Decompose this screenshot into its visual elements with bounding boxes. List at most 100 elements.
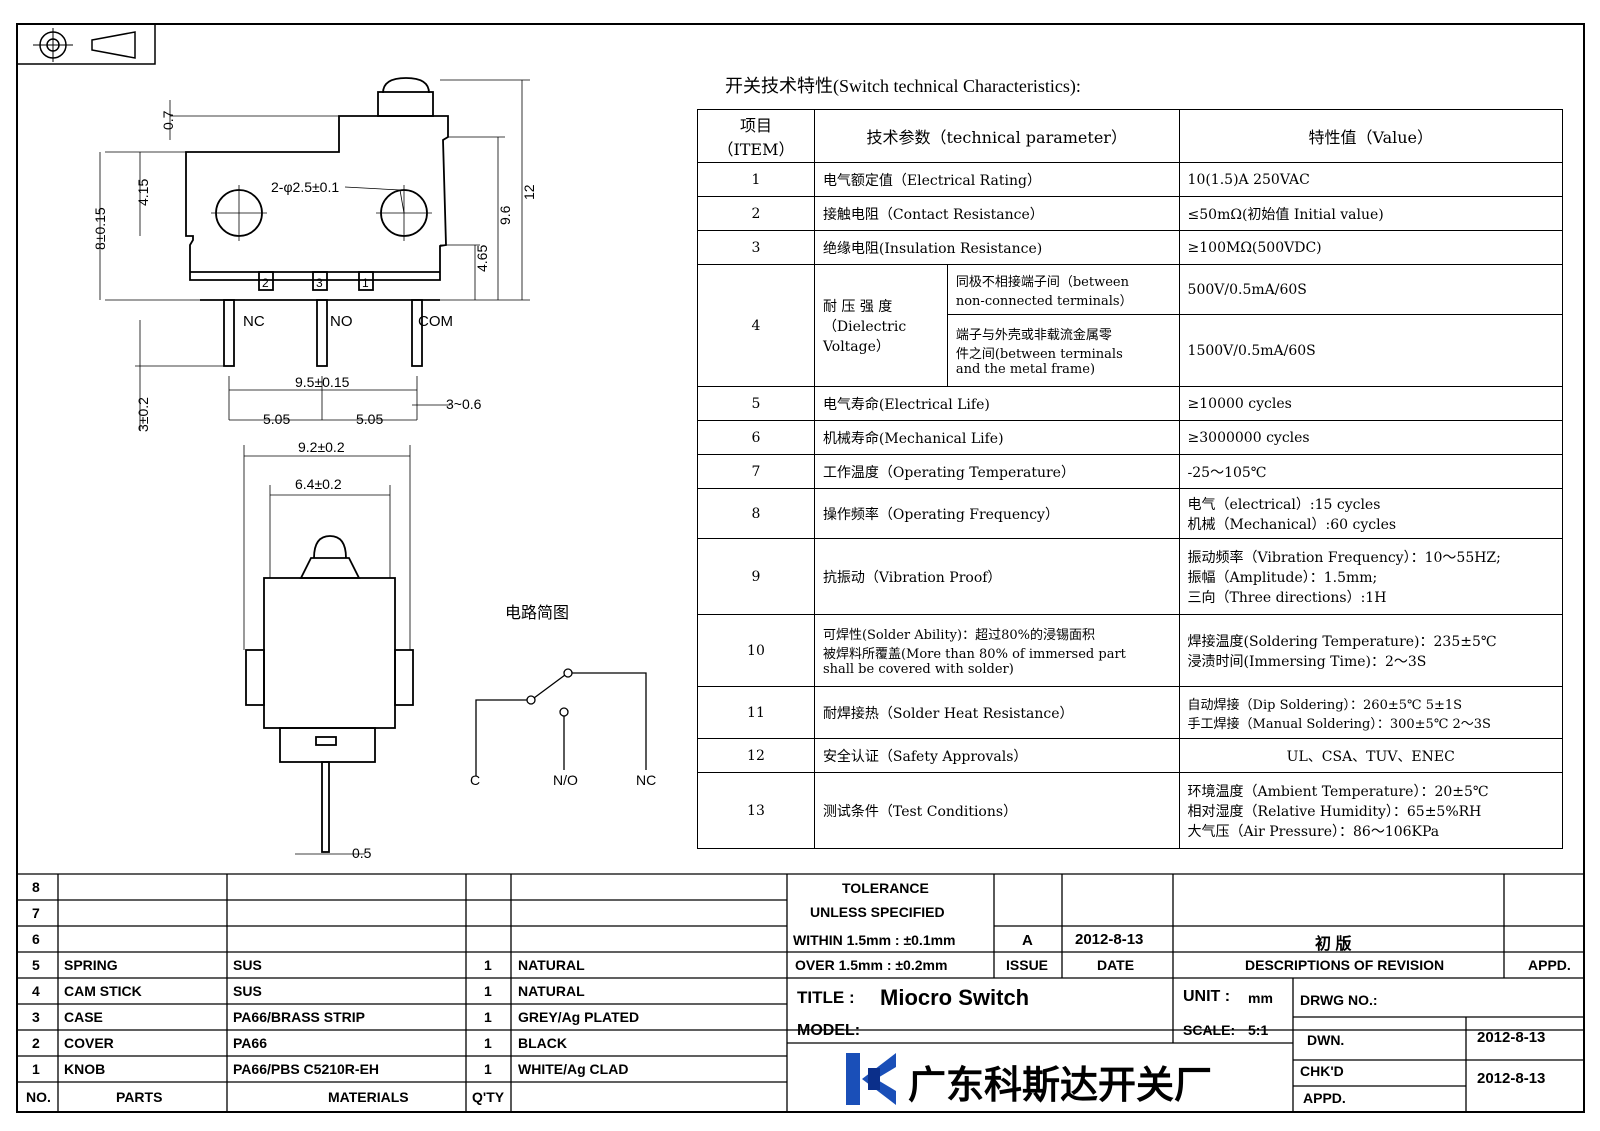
spec-row-3: 3 绝缘电阻(Insulation Resistance) ≥100MΩ(500… [697, 230, 1564, 265]
bom-no: 5 [32, 957, 40, 973]
bom-no: 4 [32, 983, 40, 999]
bom-part: CAM STICK [64, 983, 142, 999]
company-name: 广东科斯达开关厂 [908, 1063, 1213, 1107]
spec-row-6: 6 机械寿命(Mechanical Life) ≥3000000 cycles [697, 420, 1564, 455]
spec-row-5: 5 电气寿命(Electrical Life) ≥10000 cycles [697, 386, 1564, 421]
dim-5-05-right: 5.05 [356, 411, 383, 427]
pin-number-1: 1 [362, 276, 369, 290]
bom-material: SUS [233, 957, 262, 973]
bom-note: WHITE/Ag CLAD [518, 1061, 629, 1077]
pin-number-2: 2 [262, 276, 269, 290]
circuit-label-nc: NC [636, 772, 656, 788]
circuit-title: 电路简图 [505, 604, 569, 622]
header-value: 特性值（Value） [1178, 109, 1564, 163]
pin-label-no: NO [330, 313, 353, 330]
bom-no: 1 [32, 1061, 40, 1077]
dim-6-4: 6.4±0.2 [295, 476, 342, 492]
bom-note: NATURAL [518, 983, 585, 999]
spec-title: 开关技术特性(Switch technical Characteristics)… [725, 76, 1081, 96]
tolerance-label: TOLERANCE [842, 880, 929, 896]
tolerance-over: OVER 1.5mm : ±0.2mm [795, 957, 948, 973]
drwg-no-label: DRWG NO.: [1300, 992, 1378, 1008]
spec-row-13: 13 测试条件（Test Conditions） 环境温度（Ambient Te… [697, 772, 1564, 849]
tolerance-within: WITHIN 1.5mm : ±0.1mm [793, 932, 956, 948]
bom-part: SPRING [64, 957, 118, 973]
scale-label: SCALE: [1183, 1022, 1236, 1038]
bom-part: COVER [64, 1035, 114, 1051]
chkd-label: CHK'D [1300, 1063, 1344, 1079]
spec-row-11: 11 耐焊接热（Solder Heat Resistance） 自动焊接（Dip… [697, 686, 1564, 739]
bom-no: 2 [32, 1035, 40, 1051]
bom-header-materials: MATERIALS [328, 1089, 409, 1105]
revision-description: 初 版 [1315, 936, 1352, 953]
spec-row-1: 1 电气额定值（Electrical Rating） 10(1.5)A 250V… [697, 162, 1564, 197]
projection-symbol-icon [16, 23, 156, 65]
title-block-grid [17, 873, 1584, 1112]
dim-5-05-left: 5.05 [263, 411, 290, 427]
side-view [245, 535, 414, 853]
side-dimensions [243, 445, 411, 855]
spec-table: 项目（ITEM） 技术参数（technical parameter） 特性值（V… [697, 109, 1564, 849]
drawing-title: Miocro Switch [880, 985, 1030, 1010]
front-view [185, 77, 449, 367]
front-dimensions [99, 79, 530, 430]
header-item: 项目（ITEM） [697, 109, 815, 163]
dim-0-5: 0.5 [352, 845, 372, 861]
bom-qty: 1 [484, 957, 492, 973]
bom-header-no: NO. [26, 1089, 51, 1105]
bom-no: 8 [32, 879, 40, 895]
descriptions-label: DESCRIPTIONS OF REVISION [1245, 957, 1445, 973]
bom-qty: 1 [484, 1035, 492, 1051]
dim-4-15: 4.15 [135, 179, 151, 206]
dim-4-65: 4.65 [474, 245, 490, 272]
appd-label: APPD. [1528, 957, 1571, 973]
spec-row-9: 9 抗振动（Vibration Proof） 振动频率（Vibration Fr… [697, 538, 1564, 615]
model-label: MODEL: [797, 1022, 861, 1039]
dim-8: 8±0.15 [92, 207, 108, 250]
dwn-label: DWN. [1307, 1032, 1345, 1048]
bom-part: KNOB [64, 1061, 106, 1077]
circuit-label-no: N/O [553, 772, 578, 788]
bom-header-qty: Q'TY [472, 1089, 505, 1105]
bom-qty: 1 [484, 1009, 492, 1025]
bom-material: PA66 [233, 1035, 267, 1051]
dim-9-5: 9.5±0.15 [295, 374, 350, 390]
pin-label-com: COM [418, 313, 453, 330]
bom-qty: 1 [484, 1061, 492, 1077]
circuit-diagram [475, 668, 647, 776]
bom-part: CASE [64, 1009, 103, 1025]
bom-note: NATURAL [518, 957, 585, 973]
bom-no: 6 [32, 931, 40, 947]
unit-label: UNIT : [1183, 988, 1231, 1005]
title-label: TITLE : [797, 988, 855, 1007]
spec-row-7: 7 工作温度（Operating Temperature） -25～105℃ [697, 454, 1564, 489]
dim-9-6: 9.6 [497, 205, 513, 225]
circuit-label-c: C [470, 772, 480, 788]
spec-row-12: 12 安全认证（Safety Approvals） UL、CSA、TUV、ENE… [697, 738, 1564, 773]
dim-hole: 2-φ2.5±0.1 [271, 179, 339, 195]
date-label: DATE [1097, 957, 1135, 973]
bom-material: SUS [233, 983, 262, 999]
scale-value: 5:1 [1248, 1022, 1269, 1038]
bom-material: PA66/PBS C5210R-EH [233, 1061, 380, 1077]
unless-specified-label: UNLESS SPECIFIED [810, 904, 945, 920]
spec-header-row: 项目（ITEM） 技术参数（technical parameter） 特性值（V… [697, 109, 1564, 163]
pin-number-3: 3 [316, 276, 323, 290]
chkd-date: 2012-8-13 [1477, 1070, 1546, 1087]
bom-note: BLACK [518, 1035, 567, 1051]
date-value: 2012-8-13 [1075, 931, 1144, 948]
bom-no: 3 [32, 1009, 40, 1025]
spec-row-10: 10 可焊性(Solder Ability)：超过80%的浸锡面积被焊料所覆盖(… [697, 614, 1564, 687]
bom-no: 7 [32, 905, 40, 921]
dim-0-7: 0.7 [160, 110, 176, 130]
spec-row-8: 8 操作频率（Operating Frequency） 电气（electrica… [697, 488, 1564, 539]
bom-header-parts: PARTS [116, 1089, 163, 1105]
dim-12: 12 [521, 184, 537, 200]
appd2-label: APPD. [1303, 1090, 1346, 1106]
dim-9-2: 9.2±0.2 [298, 439, 345, 455]
bom-note: GREY/Ag PLATED [518, 1009, 640, 1025]
